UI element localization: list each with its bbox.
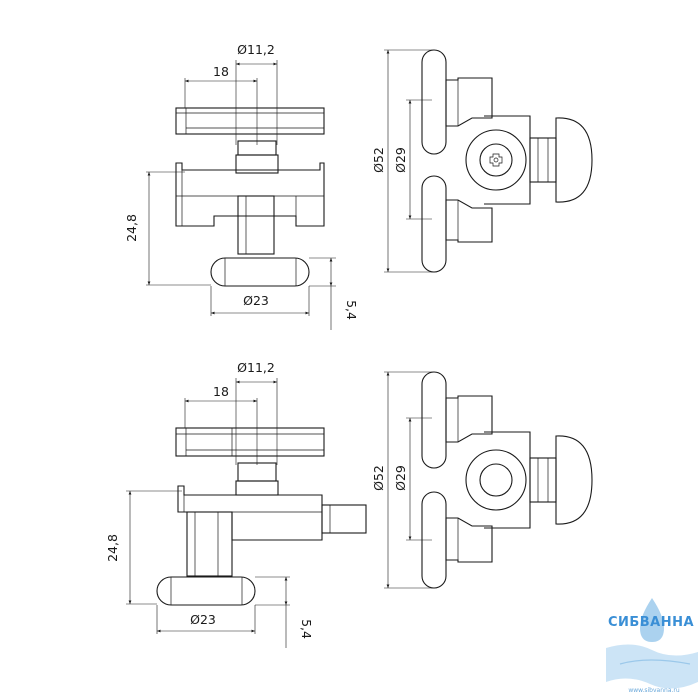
dim-wheel-thickness-top: 5,4 — [344, 300, 359, 320]
dim-offset-top: 18 — [213, 64, 229, 79]
side-view-bottom — [156, 427, 367, 606]
watermark-brand: СИБВАННА — [608, 615, 694, 630]
dim-wheel-diameter-bottom: Ø23 — [190, 612, 216, 627]
dim-wheel-thickness-bottom: 5,4 — [299, 619, 314, 639]
side-view-top-dimensions: Ø11,2 18 24,8 Ø23 5,4 — [124, 42, 359, 330]
watermark-url: www.sibvanna.ru — [628, 687, 680, 694]
dim-height-bottom: 24,8 — [105, 534, 120, 562]
sibvanna-watermark: СИБВАННА www.sibvanna.ru — [606, 598, 698, 694]
side-view-bottom-dimensions: Ø11,2 18 24,8 Ø23 5,4 — [105, 360, 314, 648]
front-view-top-dimensions: Ø52 Ø29 — [371, 49, 434, 273]
dim-shaft-diameter-bottom: Ø11,2 — [237, 360, 275, 375]
water-drop-icon — [606, 598, 698, 689]
dim-outer-diameter-top: Ø52 — [371, 147, 386, 173]
side-view-top — [175, 107, 325, 287]
dim-height-top: 24,8 — [124, 214, 139, 242]
dim-shaft-diameter-top: Ø11,2 — [237, 42, 275, 57]
front-view-top — [421, 49, 593, 273]
front-view-bottom — [421, 371, 593, 589]
dim-outer-diameter-bottom: Ø52 — [371, 465, 386, 491]
dim-wheel-diameter-top: Ø23 — [243, 293, 269, 308]
dim-inner-diameter-top: Ø29 — [393, 147, 408, 173]
dim-inner-diameter-bottom: Ø29 — [393, 465, 408, 491]
front-view-bottom-dimensions: Ø52 Ø29 — [371, 371, 434, 589]
dim-offset-bottom: 18 — [213, 384, 229, 399]
